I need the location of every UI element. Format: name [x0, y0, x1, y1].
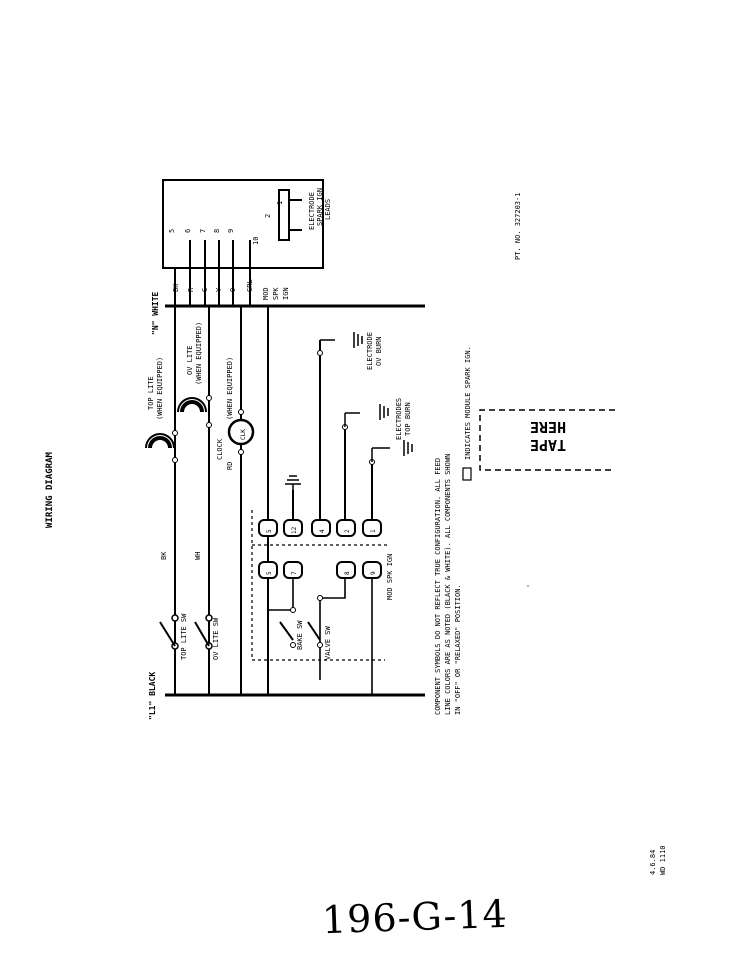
block-num-1: 5: [168, 229, 176, 233]
ov-lite-label: OV LITE: [186, 345, 194, 375]
terminal-top-2: 12: [291, 526, 298, 534]
terminal-top-5: 1: [370, 529, 377, 533]
block-letter-5: O: [229, 288, 237, 292]
wire-label-wh: WH: [194, 552, 202, 560]
electrodes-top-label-1: ELECTRODES: [395, 398, 403, 440]
block-letter-4: Y: [215, 287, 223, 292]
rail-l1-label: "L1" BLACK: [148, 672, 157, 720]
terminal-top-1: 5: [266, 529, 273, 533]
valve-switch: VALVE SW: [307, 578, 373, 695]
rail-n-label: "N" WHITE: [151, 291, 160, 335]
clock-label: CLOCK: [216, 438, 224, 460]
drawing-date: 4.6.84: [649, 850, 657, 875]
top-lite-lamp: TOP LITE (WHEN EQUIPPED): [145, 357, 178, 463]
top-lite-switch: TOP LITE SW: [159, 613, 188, 660]
leads-label-2: SPARK IGN: [316, 188, 324, 226]
note-line-2: LINE COLORS ARE AS NOTED (BLACK & WHITE)…: [444, 454, 452, 715]
clock-note: (WHEN EQUIPPED): [226, 357, 234, 420]
block-num-5: 9: [227, 229, 235, 233]
top-lite-note: (WHEN EQUIPPED): [156, 357, 164, 420]
block-letter-1: BK: [172, 283, 180, 292]
block-letter-6: GRL: [246, 279, 254, 292]
ov-lite-switch: OV LITE SW: [194, 614, 220, 660]
block-num-4: 8: [213, 229, 221, 233]
valve-sw-label: VALVE SW: [324, 625, 332, 660]
terminal-bottom-1: 5: [266, 571, 273, 575]
wire-label-bk: BK: [160, 551, 168, 560]
ground-symbol-module: [285, 475, 301, 490]
block-letter-2: R: [187, 287, 195, 292]
note-line-4: INDICATES MODULE SPARK IGN.: [464, 346, 472, 460]
block-num-2: 6: [184, 229, 192, 233]
ov-lite-note: (WHEN EQUIPPED): [195, 322, 203, 385]
here-label: HERE: [530, 418, 566, 436]
note-line-3: IN "OFF" OR "RELAXED" POSITION.: [454, 584, 462, 715]
module-legend-box: [462, 467, 472, 481]
handwritten-code: 196-G-14: [321, 891, 509, 943]
module-label: MOD SPK IGN: [386, 554, 394, 600]
terminal-block: 5 6 7 8 9 10 2 1 BK R G Y O GRL MOD SPK …: [162, 179, 332, 306]
block-num-7: 2: [264, 214, 272, 218]
terminal-top-4: 2: [344, 529, 351, 533]
block-num-6: 10: [252, 237, 260, 245]
leads-label-3: LEADS: [324, 199, 332, 220]
clock-mark: CLK: [240, 429, 247, 440]
terminal-bottom-2: 7: [291, 571, 298, 575]
block-spk-label: SPK: [272, 287, 280, 300]
electrode-ov-label-1: ELECTRODE: [366, 332, 374, 370]
tape-here-box: TAPE HERE: [479, 409, 615, 471]
leads-label-1: ELECTRODE: [308, 192, 316, 230]
block-letter-3: G: [201, 288, 209, 292]
ov-lite-lamp: OV LITE (WHEN EQUIPPED): [177, 322, 212, 428]
terminal-bottom-3: 8: [344, 571, 351, 575]
block-mod-label: MOD: [262, 287, 270, 300]
electrodes-top: ELECTRODES TOP BURN: [342, 398, 413, 465]
terminal-bottom-4: 9: [370, 571, 377, 575]
block-num-3: 7: [199, 229, 207, 233]
electrode-ov-label-2: OV BURN: [375, 336, 383, 366]
electrodes-top-label-2: TOP BURN: [404, 402, 412, 436]
ov-lite-sw-label: OV LITE SW: [212, 617, 220, 660]
diagram-title: WIRING DIAGRAM: [45, 451, 55, 527]
wire-label-rd: RD: [226, 462, 234, 470]
clock-motor: CLK CLOCK (WHEN EQUIPPED): [216, 357, 255, 460]
part-number: PT. NO. 327203-1: [514, 193, 522, 260]
top-lite-label: TOP LITE: [147, 376, 155, 410]
terminal-top-3: 4: [319, 529, 326, 533]
drawing-wd: WD 1110: [659, 845, 667, 875]
bake-switch: BAKE SW: [267, 578, 304, 662]
module-connectors: 5 12 4 2 1 5 7 8 9 MOD SPK IGN: [251, 510, 394, 661]
top-lite-sw-label: TOP LITE SW: [180, 613, 188, 660]
tape-label: TAPE: [530, 436, 566, 454]
note-line-1: COMPONENT SYMBOLS DO NOT REFLECT TRUE CO…: [434, 458, 442, 715]
electrode-oven: ELECTRODE OV BURN: [317, 332, 383, 370]
bake-sw-label: BAKE SW: [296, 620, 304, 650]
block-ign-label: IGN: [282, 287, 290, 300]
